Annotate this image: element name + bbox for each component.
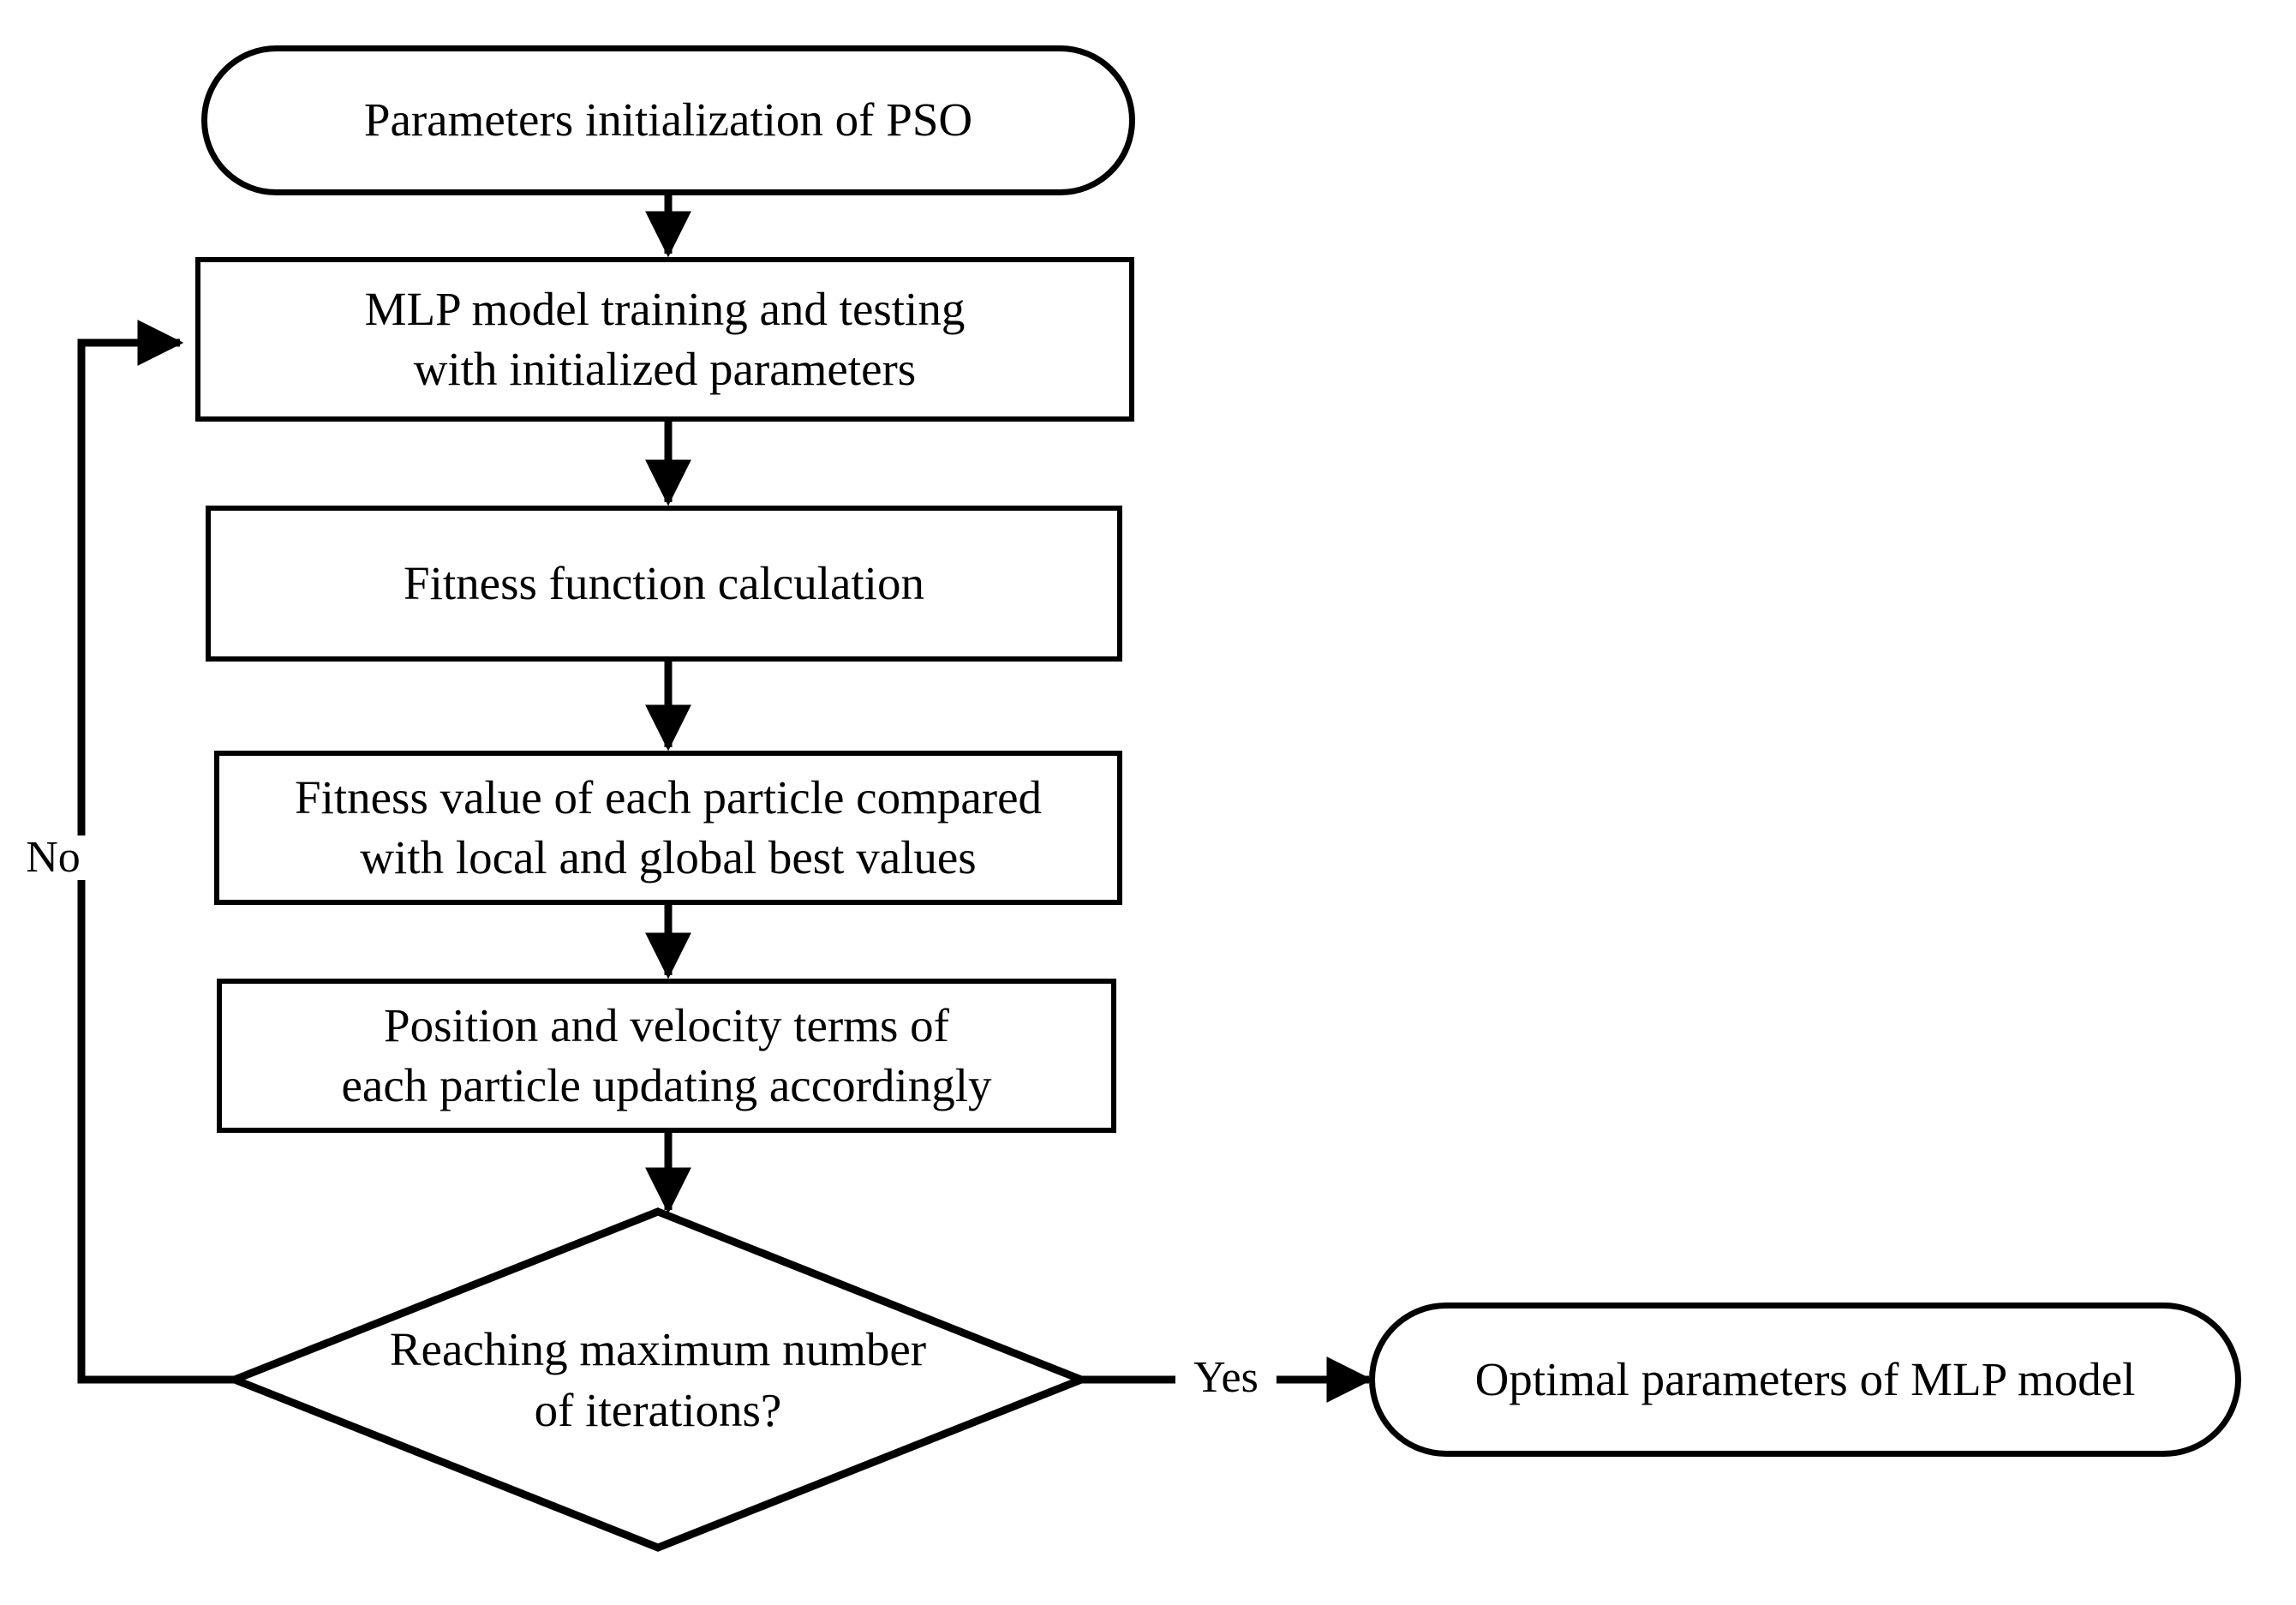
- edge-label-yes: Yes: [1175, 1356, 1277, 1400]
- node-compare-label: Fitness value of each particle compared …: [295, 770, 1042, 883]
- node-decision-label: Reaching maximum number of iterations?: [389, 1322, 927, 1437]
- node-update[interactable]: Position and velocity terms of each part…: [217, 979, 1116, 1133]
- node-train[interactable]: MLP model training and testing with init…: [195, 257, 1134, 422]
- node-compare[interactable]: Fitness value of each particle compared …: [214, 751, 1122, 905]
- node-train-label: MLP model training and testing with init…: [364, 282, 966, 395]
- node-fitness-label: Fitness function calculation: [404, 556, 924, 609]
- edge-decision-train-no: [77, 320, 234, 1384]
- decision-diamond-shape: [230, 1207, 1086, 1552]
- node-start-label: Parameters initialization of PSO: [363, 93, 973, 147]
- node-end[interactable]: Optimal parameters of MLP model: [1369, 1303, 2241, 1457]
- node-update-label: Position and velocity terms of each part…: [341, 998, 992, 1111]
- edge-label-no: No: [17, 835, 89, 880]
- node-start[interactable]: Parameters initialization of PSO: [201, 45, 1135, 195]
- node-decision[interactable]: Reaching maximum number of iterations?: [230, 1207, 1086, 1553]
- node-fitness[interactable]: Fitness function calculation: [206, 506, 1122, 662]
- node-end-label: Optimal parameters of MLP model: [1474, 1352, 2136, 1405]
